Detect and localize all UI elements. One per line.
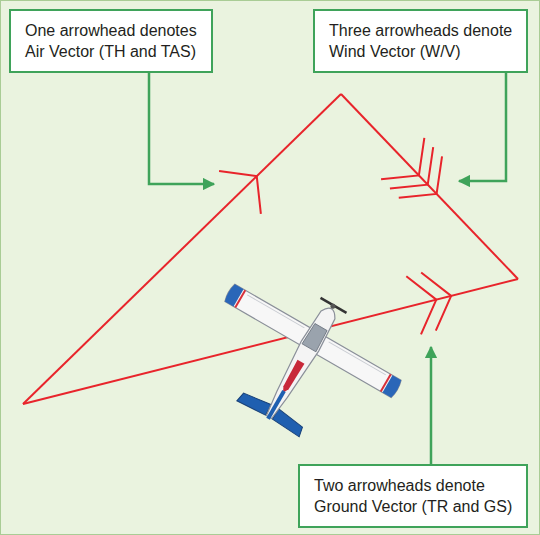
arrowhead bbox=[421, 273, 451, 331]
cockpit-window bbox=[302, 323, 328, 352]
vector-triangle bbox=[23, 94, 518, 404]
arrowhead bbox=[219, 171, 261, 214]
airplane bbox=[184, 255, 419, 467]
wind-vector-line bbox=[341, 94, 518, 279]
wing-panel bbox=[247, 295, 304, 328]
spinner bbox=[330, 303, 337, 310]
wing-panel bbox=[329, 342, 386, 375]
horizontal-stabilizer bbox=[237, 389, 306, 437]
wing-tip bbox=[382, 375, 402, 398]
callout-text: One arrowhead denotes Air Vector (TH and… bbox=[25, 20, 197, 62]
arrowhead bbox=[399, 156, 442, 197]
leader-arrow bbox=[149, 73, 214, 184]
fuselage-stripe bbox=[280, 360, 305, 395]
leader-lines bbox=[149, 73, 506, 464]
ground-vector-line bbox=[23, 279, 518, 404]
vertical-fin bbox=[266, 390, 285, 420]
wing-tip bbox=[224, 283, 244, 306]
arrowhead bbox=[390, 147, 433, 188]
fuselage bbox=[260, 304, 340, 422]
callout-box: One arrowhead denotes Air Vector (TH and… bbox=[9, 9, 213, 73]
callout-box: Two arrowheads denote Ground Vector (TR … bbox=[298, 464, 528, 528]
arrowhead bbox=[381, 138, 424, 179]
arrowhead bbox=[406, 276, 436, 334]
leader-arrow bbox=[430, 347, 433, 464]
callout-box: Three arrowheads denote Wind Vector (W/V… bbox=[313, 9, 528, 73]
propeller bbox=[321, 298, 347, 313]
callout-text: Two arrowheads denote Ground Vector (TR … bbox=[314, 475, 512, 517]
wing bbox=[224, 283, 403, 398]
wing-stripe bbox=[235, 290, 245, 307]
wing-stripe bbox=[381, 374, 391, 391]
leader-arrow bbox=[459, 73, 506, 181]
callout-text: Three arrowheads denote Wind Vector (W/V… bbox=[329, 20, 512, 62]
